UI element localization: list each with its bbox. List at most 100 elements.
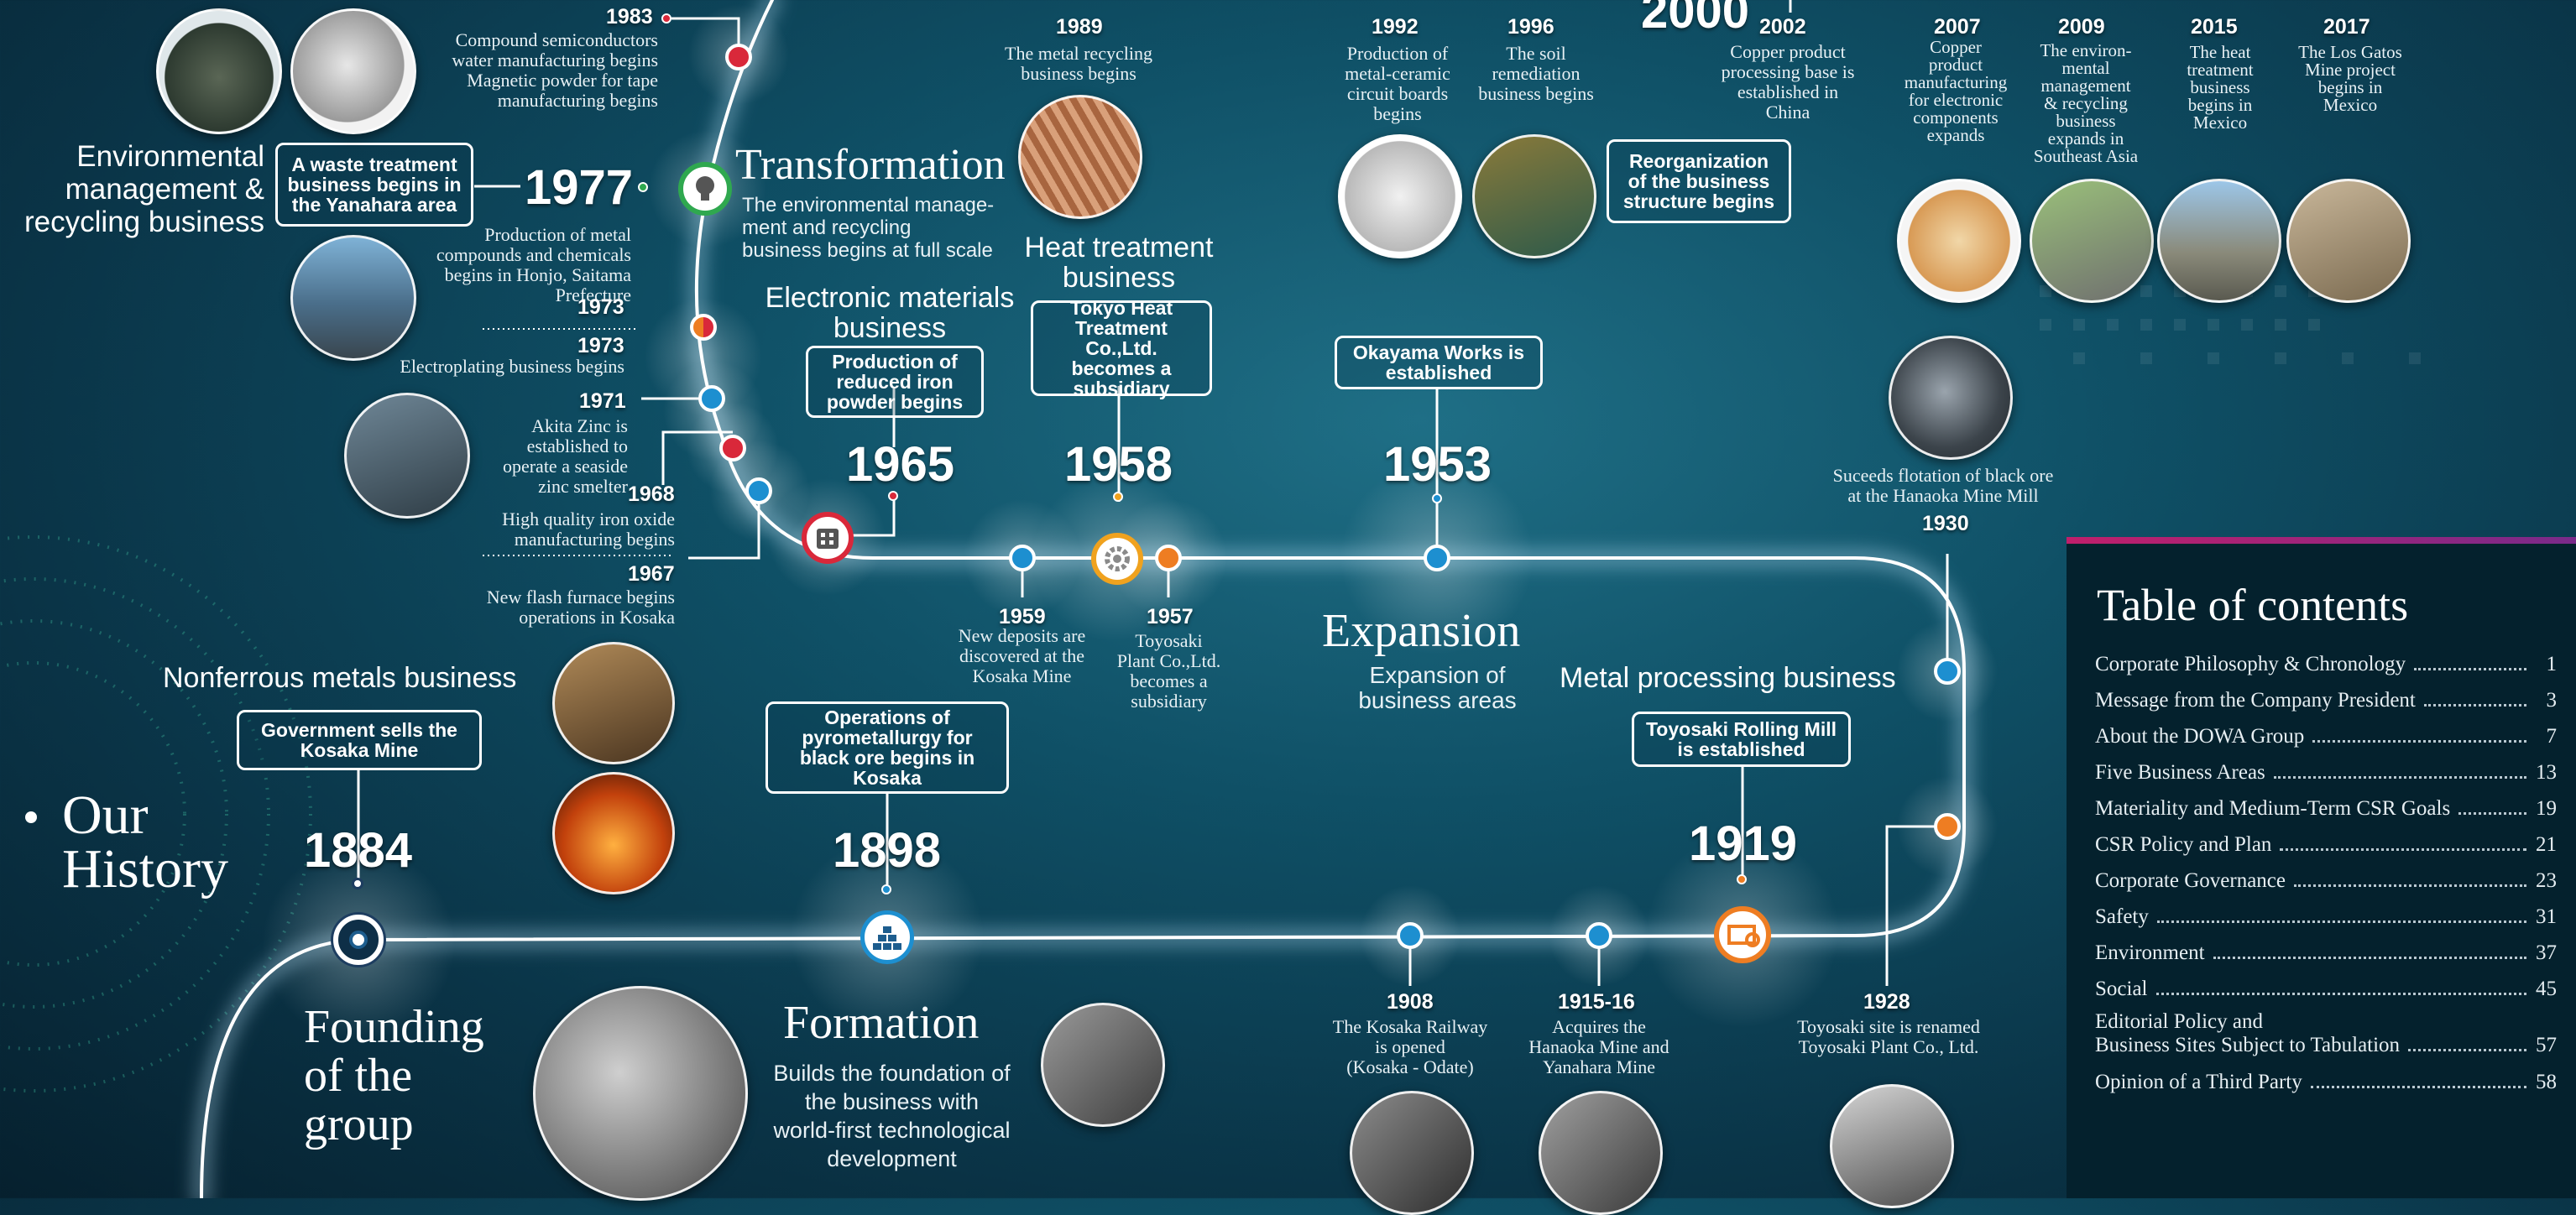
photo-copper-wires [1018, 95, 1142, 219]
node-1968[interactable] [719, 435, 746, 461]
toc-leader-dots [2312, 740, 2526, 743]
toc-item-label: Corporate Philosophy & Chronology [2095, 653, 2406, 675]
year-1968: 1968 [628, 482, 675, 506]
toc-item[interactable]: Message from the Company President 3 [2095, 689, 2557, 712]
node-1898-ingot-stack-icon[interactable] [860, 910, 914, 964]
year-1973a: 1973 [577, 295, 624, 319]
photo-circuit-boards [1338, 134, 1462, 258]
toc-item-page: 3 [2546, 689, 2558, 712]
toc-leader-dots [2293, 884, 2526, 887]
toc-item-label: Message from the Company President [2095, 689, 2416, 712]
era-expansion-desc: Expansion of business areas [1358, 662, 1517, 713]
photo-flotation-plant [1041, 1003, 1165, 1127]
toc-item-label: Corporate Governance [2095, 869, 2286, 892]
node-1957[interactable] [1155, 545, 1182, 571]
photo-mexico-plant [2157, 179, 2281, 303]
biz-metal-processing: Metal processing business [1560, 662, 1896, 694]
note-2002: Copper product processing base is establ… [1721, 41, 1855, 123]
photo-akita-zinc [344, 393, 470, 519]
note-1983: Compound semiconductors water manufactur… [452, 29, 658, 111]
note-2007: Copper product manufacturing for electro… [1904, 37, 2008, 145]
photo-copper-rings [1897, 179, 2021, 303]
year-1928: 1928 [1863, 990, 1910, 1014]
event-box-1898[interactable]: Operations of pyrometallurgy for black o… [765, 701, 1009, 794]
node-1928[interactable] [1934, 813, 1961, 840]
note-1928: Toyosaki site is renamed Toyosaki Plant … [1797, 1016, 1980, 1057]
toc-accent-bar [2067, 537, 2576, 544]
node-1965-factory-icon[interactable] [802, 512, 854, 564]
node-1908[interactable] [1397, 922, 1424, 949]
marker-dot [352, 878, 363, 889]
dotted-leaders [483, 328, 671, 556]
node-1971[interactable] [698, 385, 725, 412]
node-1884-mine-cart-icon[interactable] [333, 915, 384, 965]
node-1915[interactable] [1586, 922, 1612, 949]
toc-item-page: 7 [2546, 725, 2558, 748]
year-1915: 1915-16 [1558, 990, 1635, 1014]
event-box-2000[interactable]: Reorganization of the business structure… [1607, 139, 1791, 223]
photo-black-ore [1889, 336, 2013, 460]
era-formation-desc: Builds the foundation of the business wi… [773, 1061, 1011, 1171]
event-box-1977[interactable]: A waste treatment business begins in the… [275, 143, 473, 227]
event-box-1884[interactable]: Government sells the Kosaka Mine [237, 710, 482, 770]
node-1930[interactable] [1934, 658, 1961, 685]
event-box-1919[interactable]: Toyosaki Rolling Mill is established [1632, 712, 1851, 767]
marker-dot [638, 182, 648, 192]
photo-honjo-plant [290, 235, 416, 361]
marker-dot [1737, 874, 1747, 884]
note-1959: New deposits are discovered at the Kosak… [958, 625, 1086, 686]
node-1983[interactable] [725, 44, 752, 70]
event-box-1965[interactable]: Production of reduced iron powder begins [806, 346, 984, 418]
factory-icon [817, 529, 839, 549]
note-1957: Toyosaki Plant Co.,Ltd. becomes a subsid… [1116, 630, 1221, 712]
node-1973[interactable] [690, 314, 717, 341]
light-bulb-icon [696, 176, 714, 201]
toc-item-label: Materiality and Medium-Term CSR Goals [2095, 797, 2451, 820]
year-1953: 1953 [1383, 437, 1492, 492]
node-1958-gear-icon[interactable] [1091, 533, 1143, 585]
toc-item[interactable]: Editorial Policy and Business Sites Subj… [2095, 1010, 2557, 1057]
year-1959: 1959 [999, 605, 1046, 628]
year-2009: 2009 [2058, 15, 2105, 39]
node-1967[interactable] [745, 477, 772, 504]
node-1919-rolled-sheet-icon[interactable] [1714, 906, 1771, 963]
photo-hanaoka-mine [1539, 1091, 1663, 1215]
note-1915: Acquires the Hanaoka Mine and Yanahara M… [1528, 1016, 1669, 1077]
node-1953[interactable] [1424, 545, 1450, 571]
event-box-1958[interactable]: Tokyo Heat Treatment Co.,Ltd. becomes a … [1031, 298, 1212, 399]
toc-leader-dots [2310, 1086, 2526, 1088]
toc-leader-dots [2458, 812, 2526, 815]
marker-dot [25, 811, 37, 823]
event-box-1953[interactable]: Okayama Works is established [1335, 336, 1543, 389]
year-1989: 1989 [1056, 15, 1103, 39]
toc-item-page: 1 [2546, 653, 2558, 675]
year-1967: 1967 [628, 562, 675, 586]
node-1959[interactable] [1009, 545, 1036, 571]
year-1965: 1965 [846, 437, 955, 492]
toc-title: Table of contents [2097, 580, 2409, 630]
year-1957: 1957 [1147, 605, 1194, 628]
node-1977-light-bulb-icon[interactable] [678, 162, 732, 216]
toc-item-page: 21 [2536, 833, 2557, 856]
note-1967: New flash furnace begins operations in K… [486, 587, 675, 628]
note-1973a: Production of metal compounds and chemic… [436, 224, 631, 305]
toc-leader-dots [2408, 1049, 2526, 1051]
era-transformation-desc: The environmental manage- ment and recyc… [742, 194, 995, 262]
photo-kosaka-smelter [533, 986, 748, 1201]
toc-item[interactable]: Corporate Philosophy & Chronology 1 [2095, 653, 2557, 676]
toc-leader-dots [2213, 957, 2526, 959]
note-1989: The metal recycling business begins [1005, 43, 1152, 84]
photo-los-gatos-mine [2286, 179, 2411, 303]
photo-smokestack [552, 642, 675, 764]
photo-iron-powder [156, 8, 282, 134]
year-2007: 2007 [1934, 15, 1981, 39]
